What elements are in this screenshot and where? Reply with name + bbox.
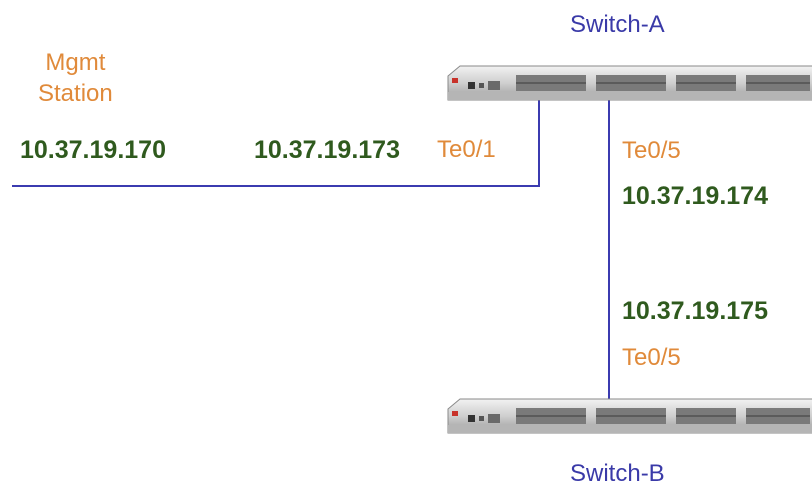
switch-a-te05-ip: 10.37.19.174 (622, 182, 768, 210)
switch-b-te05-ip: 10.37.19.175 (622, 297, 768, 325)
switch-a-te05-port: Te0/5 (622, 137, 681, 164)
switch-a-label: Switch-A (570, 11, 665, 38)
switch-b-label: Switch-B (570, 460, 665, 487)
switch-a-device (447, 65, 812, 101)
mgmt-station-label: Mgmt Station (38, 47, 113, 109)
switch-b-te05-port: Te0/5 (622, 344, 681, 371)
switch-a-te01-port: Te0/1 (437, 136, 496, 163)
mgmt-station-line1: Mgmt (45, 49, 106, 76)
mgmt-station-ip: 10.37.19.170 (20, 136, 166, 164)
switch-a-te01-ip: 10.37.19.173 (254, 136, 400, 164)
mgmt-station-line2: Station (38, 80, 113, 108)
switch-b-device (447, 398, 812, 434)
